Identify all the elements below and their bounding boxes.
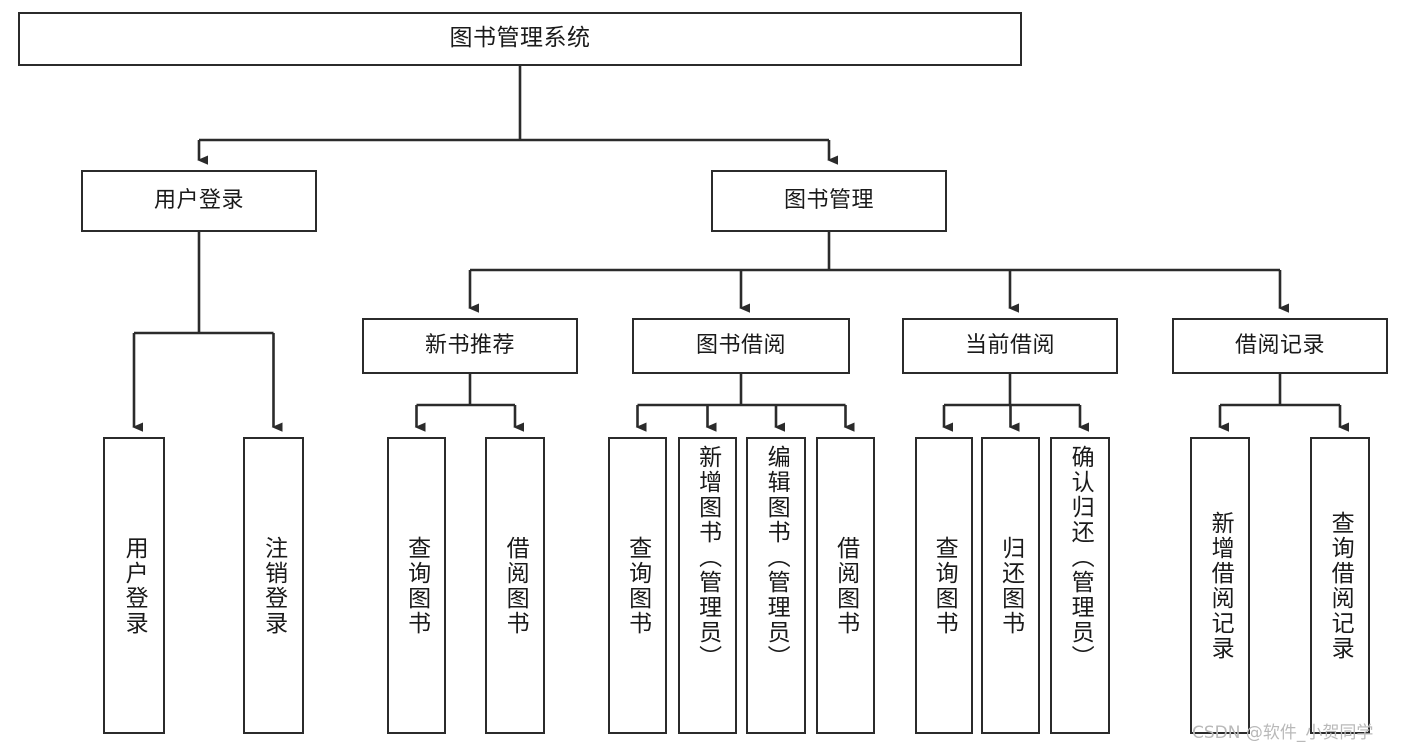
node-new-book-rec-label: 新书推荐 <box>424 333 515 359</box>
node-leaf-logout-label: 注销登录 <box>260 535 287 636</box>
node-borrow-record-label: 借阅记录 <box>1234 333 1325 359</box>
node-leaf-add-book-admin-label: 新增图书（管理员） <box>694 445 721 670</box>
node-root[interactable]: 图书管理系统 <box>18 12 1022 66</box>
node-leaf-confirm-return[interactable]: 确认归还（管理员） <box>1050 437 1110 734</box>
node-leaf-query-book-bor[interactable]: 查询图书 <box>608 437 667 734</box>
node-leaf-query-record-label: 查询借阅记录 <box>1327 510 1354 661</box>
node-borrow-record[interactable]: 借阅记录 <box>1172 318 1388 374</box>
node-book-manage[interactable]: 图书管理 <box>711 170 947 232</box>
node-leaf-return-book-label: 归还图书 <box>997 535 1024 636</box>
node-book-manage-label: 图书管理 <box>783 188 874 214</box>
node-book-borrow-label: 图书借阅 <box>695 333 786 359</box>
node-current-borrow[interactable]: 当前借阅 <box>902 318 1118 374</box>
node-leaf-borrow-book-rec-label: 借阅图书 <box>502 535 529 636</box>
node-leaf-query-book-rec[interactable]: 查询图书 <box>387 437 446 734</box>
node-leaf-query-book-cur-label: 查询图书 <box>931 535 958 636</box>
node-leaf-user-login[interactable]: 用户登录 <box>103 437 165 734</box>
node-current-borrow-label: 当前借阅 <box>964 333 1055 359</box>
node-leaf-user-login-label: 用户登录 <box>121 535 148 636</box>
node-user-login[interactable]: 用户登录 <box>81 170 317 232</box>
node-root-label: 图书管理系统 <box>449 25 591 52</box>
node-leaf-query-book-rec-label: 查询图书 <box>403 535 430 636</box>
node-leaf-edit-book-admin-label: 编辑图书（管理员） <box>763 445 790 670</box>
node-new-book-rec[interactable]: 新书推荐 <box>362 318 578 374</box>
node-leaf-edit-book-admin[interactable]: 编辑图书（管理员） <box>746 437 806 734</box>
node-book-borrow[interactable]: 图书借阅 <box>632 318 850 374</box>
node-leaf-borrow-book-bor[interactable]: 借阅图书 <box>816 437 875 734</box>
node-user-login-label: 用户登录 <box>153 188 244 214</box>
node-leaf-borrow-book-bor-label: 借阅图书 <box>832 535 859 636</box>
node-leaf-add-book-admin[interactable]: 新增图书（管理员） <box>678 437 737 734</box>
node-leaf-logout[interactable]: 注销登录 <box>243 437 304 734</box>
watermark: CSDN @软件_小贺同学 <box>1192 723 1374 743</box>
node-leaf-return-book[interactable]: 归还图书 <box>981 437 1040 734</box>
node-leaf-query-book-bor-label: 查询图书 <box>624 535 651 636</box>
node-leaf-query-book-cur[interactable]: 查询图书 <box>915 437 973 734</box>
node-leaf-add-record[interactable]: 新增借阅记录 <box>1190 437 1250 734</box>
node-leaf-borrow-book-rec[interactable]: 借阅图书 <box>485 437 545 734</box>
node-leaf-add-record-label: 新增借阅记录 <box>1207 510 1234 661</box>
node-leaf-query-record[interactable]: 查询借阅记录 <box>1310 437 1370 734</box>
node-leaf-confirm-return-label: 确认归还（管理员） <box>1067 445 1094 670</box>
